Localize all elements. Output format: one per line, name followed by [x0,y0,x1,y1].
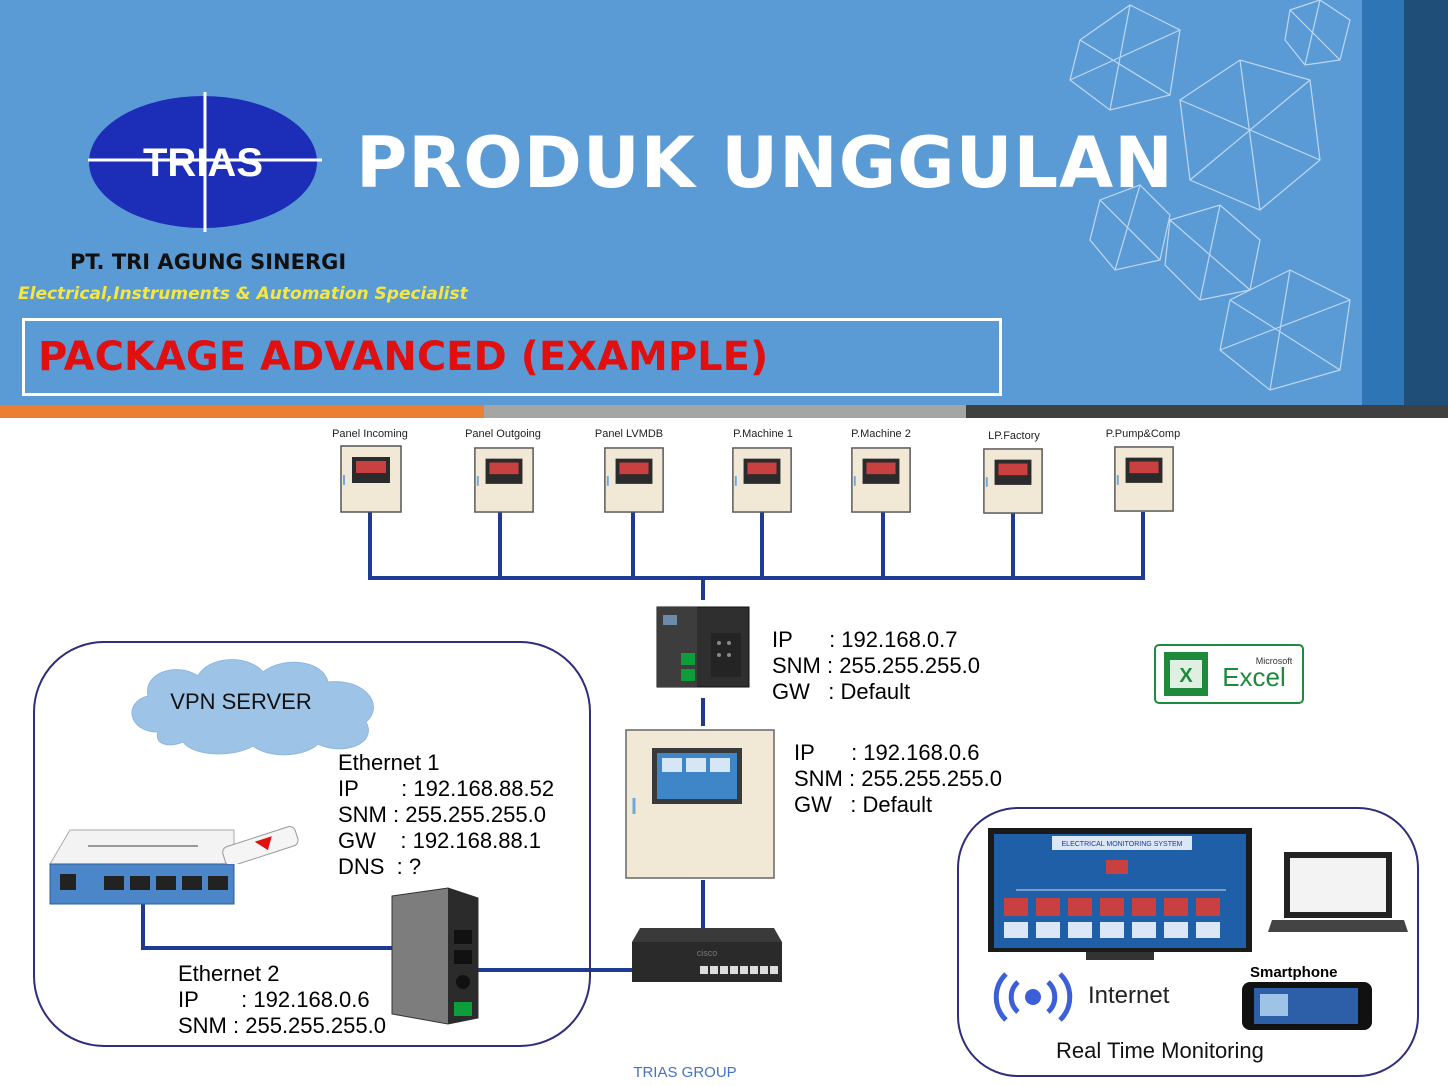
svg-text:Excel: Excel [1222,662,1286,692]
page-title: PRODUK UNGGULAN [356,122,1174,204]
svg-text:VPN SERVER: VPN SERVER [170,689,311,714]
company-name: PT. TRI AGUNG SINERGI [70,250,347,274]
svg-text:X: X [1179,665,1193,687]
package-title-box [22,318,1002,396]
wire-router-gateway [141,890,460,950]
polyhedron-decoration [1069,0,1351,391]
trias-logo-icon: TRIAS [88,92,322,232]
header-banner: TRIAS PRODUK UNGGULAN PT. TRI AGUNG SINE… [0,0,1448,405]
hmi-network-info: IP : 192.168.0.6 SNM : 255.255.255.0 GW … [794,740,1002,817]
panel-incoming-icon [340,445,402,513]
panel-label-pump-comp: P.Pump&Comp [1105,428,1181,440]
vpn-cloud-icon: VPN SERVER [131,659,374,756]
monitoring-group-frame [957,807,1419,1077]
panel-machine-2-icon [851,447,911,513]
router-icon [49,829,235,905]
wireless-signal-icon [993,972,1073,1022]
svg-text:TRIAS: TRIAS [143,141,263,185]
header-side-band-dark [1404,0,1448,405]
real-time-monitoring-caption: Real Time Monitoring [1056,1038,1264,1063]
company-tagline: Electrical,Instruments & Automation Spec… [18,284,468,304]
laptop-icon [1268,852,1408,932]
svg-text:cisco: cisco [697,948,718,958]
footer-text: TRIAS GROUP [633,1064,737,1081]
smartphone-icon [1242,982,1372,1030]
internet-label: Internet [1088,982,1170,1009]
panel-lp-factory-icon [983,448,1043,514]
ethernet-1-info: Ethernet 1 IP : 192.168.88.52 SNM : 255.… [338,750,555,879]
smartphone-label: Smartphone [1250,964,1338,981]
panel-label-outgoing: Panel Outgoing [465,428,541,440]
hmi-panel-cabinet-icon [625,729,775,879]
svg-text:Microsoft: Microsoft [1256,656,1293,666]
ethernet-2-info: Ethernet 2 IP : 192.168.0.6 SNM : 255.25… [178,961,386,1038]
svg-text:ELECTRICAL MONITORING SYSTEM: ELECTRICAL MONITORING SYSTEM [1062,841,1183,848]
network-switch-icon: cisco [632,928,782,982]
iot-gateway-icon [391,887,479,1025]
header-stripe-orange [0,405,484,418]
plc-controller-icon [656,606,750,688]
panel-label-machine-2: P.Machine 2 [851,428,911,440]
panel-machine-1-icon [732,447,792,513]
panel-label-lp-factory: LP.Factory [988,430,1040,442]
usb-modem-icon [222,826,299,864]
panel-outgoing-icon [474,447,534,513]
header-stripe-dark [966,405,1448,418]
panel-lvmdb-icon [604,447,664,513]
monitoring-screen-icon: ELECTRICAL MONITORING SYSTEM [988,828,1252,960]
panel-label-lvmdb: Panel LVMDB [594,428,664,440]
plc-network-info: IP : 192.168.0.7 SNM : 255.255.255.0 GW … [772,627,980,704]
excel-logo-icon: X Microsoft Excel [1154,644,1304,704]
panel-label-incoming: Panel Incoming [332,428,408,440]
panel-label-machine-1: P.Machine 1 [733,428,793,440]
package-title: PACKAGE ADVANCED (EXAMPLE) [38,334,769,380]
header-stripe-gray [484,405,966,418]
panel-pump-comp-icon [1114,446,1174,512]
vpn-group-frame [33,641,591,1047]
